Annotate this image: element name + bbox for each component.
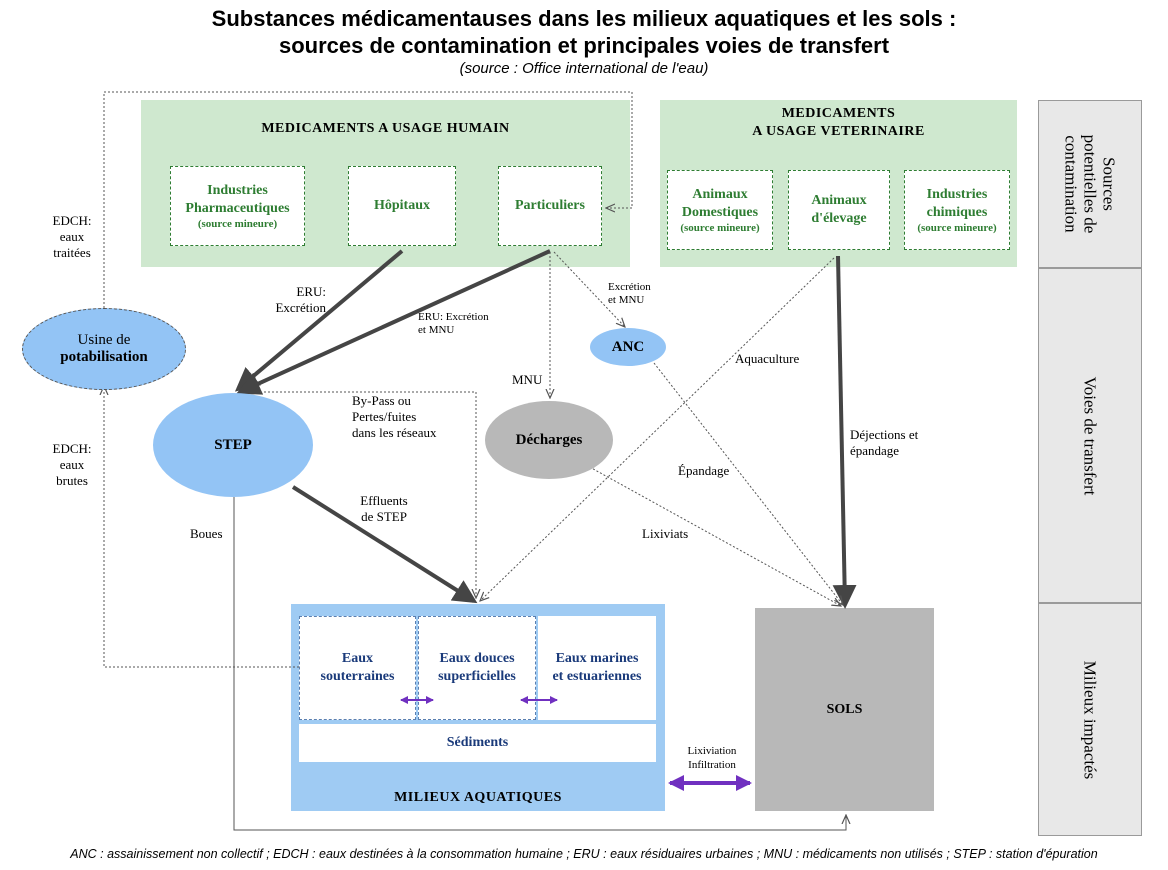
label-line: Excrétion [275, 300, 326, 315]
source-label-line2: d'élevage [811, 211, 867, 226]
source-note: (source mineure) [917, 222, 997, 234]
footer-glossary: ANC : assainissement non collectif ; EDC… [70, 847, 1098, 861]
label-line: Excrétion [608, 281, 651, 293]
label-line: dans les réseaux [352, 425, 437, 440]
flow-boues [233, 497, 846, 831]
label-line: de STEP [361, 509, 407, 524]
label-line: brutes [56, 473, 88, 488]
source-animaux-elevage: Animaux d'élevage [788, 170, 890, 250]
usine-potabilisation-node: Usine de potabilisation [22, 308, 186, 390]
usine-label-line1: Usine de [77, 332, 131, 348]
source-label-line2: Pharmaceutiques [185, 201, 290, 216]
anc-node: ANC [590, 328, 666, 366]
decharges-label: Décharges [515, 431, 583, 448]
flow-edch-traitees [103, 91, 633, 308]
source-animaux-domestiques: Animaux Domestiques (source mineure) [667, 170, 773, 250]
label-line: ERU: Excrétion [418, 311, 489, 323]
source-label-line1: Animaux [811, 193, 867, 208]
water-label-line1: Eaux douces [439, 651, 515, 666]
flow-particuliers-anc [553, 251, 625, 327]
label-line: Pertes/fuites [352, 409, 417, 424]
diagram-title-line1: Substances médicamentauses dans les mili… [211, 6, 957, 31]
step-label: STEP [214, 436, 252, 453]
sediments-label: Sédiments [446, 735, 509, 750]
diagram-source: (source : Office international de l'eau) [459, 60, 709, 77]
label-line: By-Pass ou [352, 393, 411, 408]
flow-particuliers-step [236, 249, 551, 395]
human-medicines-title: MEDICAMENTS A USAGE HUMAIN [261, 121, 510, 136]
source-label: Hôpitaux [373, 198, 430, 213]
diagram-title-line2: sources de contamination et principales … [278, 33, 890, 58]
label-line: eaux [59, 229, 85, 244]
side-band-impacted: Milieux impactés [1038, 603, 1142, 836]
soils-box: SOLS [755, 608, 934, 811]
source-particuliers: Particuliers [498, 166, 602, 246]
flow-lixiviats [585, 464, 841, 606]
flow-elevage-sols [832, 255, 857, 609]
label-lixiviation: Lixiviation Infiltration [672, 744, 752, 772]
flow-step-aquatic [291, 485, 478, 604]
soils-label: SOLS [826, 701, 863, 717]
usine-label-line2: potabilisation [60, 349, 148, 365]
label-line: Lixiviation [687, 745, 737, 757]
label-line: Déjections et [850, 427, 919, 442]
water-eaux-douces: Eaux douces superficielles [418, 616, 536, 720]
label-line: eaux [59, 457, 85, 472]
decharges-node: Décharges [485, 401, 613, 479]
label-mnu: MNU [512, 372, 543, 387]
flow-anc-sols [653, 362, 843, 605]
water-eaux-souterraines: Eaux souterraines [299, 616, 416, 720]
source-hopitaux: Hôpitaux [348, 166, 456, 246]
label-line: EDCH: [52, 213, 92, 228]
label-line: épandage [850, 443, 900, 458]
label-line: traitées [53, 245, 91, 260]
water-label-line2: superficielles [438, 669, 516, 684]
flow-bypass [260, 391, 476, 598]
source-label-line2: Domestiques [681, 205, 759, 220]
label-eru-excretion: ERU: Excrétion [256, 284, 326, 316]
label-bypass: By-Pass ou Pertes/fuites dans les réseau… [352, 393, 436, 441]
label-line: EDCH: [52, 441, 92, 456]
label-boues: Boues [190, 526, 223, 541]
water-label-line2: souterraines [320, 669, 395, 684]
water-label-line1: Eaux [341, 651, 374, 666]
label-lixiviats: Lixiviats [642, 526, 689, 541]
label-line: Infiltration [688, 759, 736, 771]
label-aquaculture: Aquaculture [735, 351, 800, 366]
source-label-line2: chimiques [926, 205, 988, 220]
water-label-line1: Eaux marines [555, 651, 639, 666]
side-band-transfer: Voies de transfert [1038, 268, 1142, 603]
source-note: (source mineure) [197, 218, 278, 230]
source-label-line1: Animaux [692, 187, 748, 202]
source-note: (source mineure) [680, 222, 760, 234]
sediments-box: Sédiments [299, 724, 656, 762]
label-line: et MNU [608, 294, 645, 306]
water-label-line2: et estuariennes [552, 669, 642, 684]
veterinary-medicines-title-line2: A USAGE VETERINAIRE [752, 124, 925, 139]
source-label-line1: Industries [926, 187, 988, 202]
label-eru-excretion-mnu: ERU: Excrétion et MNU [418, 311, 489, 337]
source-label: Particuliers [515, 198, 585, 213]
flow-hopitaux-step [234, 249, 404, 392]
label-dejections: Déjections et épandage [850, 427, 918, 459]
source-industries-pharmaceutiques: Industries Pharmaceutiques (source mineu… [170, 166, 305, 246]
label-line: ERU: [296, 284, 326, 299]
step-node: STEP [153, 393, 313, 497]
veterinary-medicines-title-line1: MEDICAMENTS [781, 106, 896, 121]
aquatic-media-title: MILIEUX AQUATIQUES [394, 790, 562, 805]
source-industries-chimiques: Industries chimiques (source mineure) [904, 170, 1010, 250]
label-edch-traitees: EDCH: eaux traitées [48, 213, 96, 261]
label-line: et MNU [418, 324, 455, 336]
anc-label: ANC [611, 338, 645, 355]
source-label-line1: Industries [207, 183, 268, 198]
label-epandage: Épandage [678, 463, 730, 478]
label-excretion-mnu: Excrétion et MNU [608, 281, 651, 307]
label-edch-brutes: EDCH: eaux brutes [48, 441, 96, 489]
side-band-sources: Sources potentielles de contamination [1038, 100, 1142, 268]
label-effluents: Effluents de STEP [353, 493, 415, 525]
label-line: Effluents [360, 493, 408, 508]
